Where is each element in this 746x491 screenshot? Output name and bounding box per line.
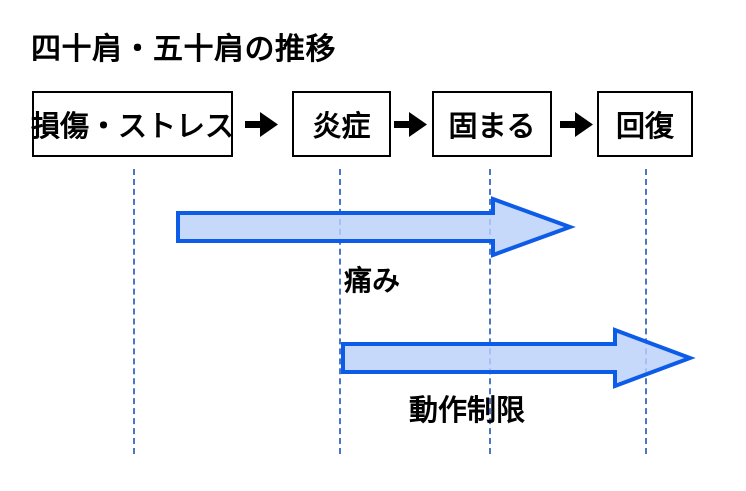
stage-box-damage: 損傷・ストレス [31,91,235,157]
stage-label-damage: 損傷・ストレス [31,111,235,143]
guide-line-damage [133,169,135,454]
diagram-title: 四十肩・五十肩の推移 [31,33,336,66]
stage-label-recovery: 回復 [615,111,674,143]
restriction-label: 動作制限 [409,395,526,427]
stage-box-inflammation: 炎症 [292,91,391,157]
flow-arrow-icon [394,112,427,137]
pain-timeline-arrow [176,196,576,258]
guide-line-inflammation [339,169,341,454]
stage-label-inflammation: 炎症 [312,111,371,143]
stage-box-recovery: 回復 [597,91,693,157]
guide-line-recovery [645,169,647,454]
flow-arrow-icon [560,112,593,137]
flow-arrow-icon [245,112,278,137]
restriction-timeline-arrow [341,327,696,389]
guide-line-stiffen [489,169,491,454]
stage-box-stiffen: 固まる [432,91,552,157]
pain-label: 痛み [344,265,401,296]
stage-label-stiffen: 固まる [448,111,536,143]
